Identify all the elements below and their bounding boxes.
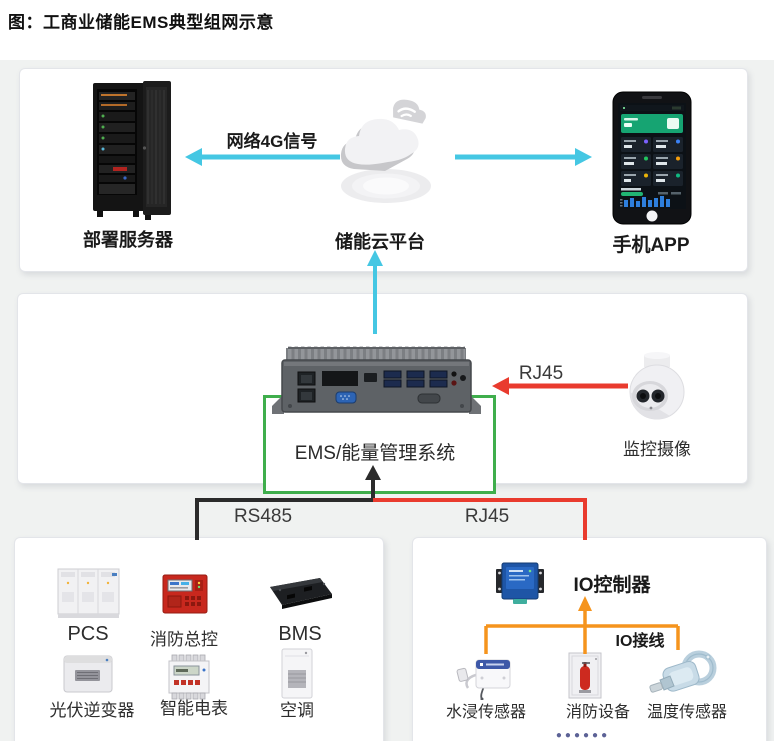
io-controller-icon [496, 560, 544, 604]
io-wiring-label: IO接线 [615, 633, 665, 650]
page-title: 图：工商业储能EMS典型组网示意 [8, 13, 274, 32]
cloud-platform-label: 储能云平台 [335, 232, 425, 252]
ems-device-icon [272, 342, 481, 424]
io-layer-panel [412, 537, 767, 741]
water-sensor-icon [456, 652, 514, 701]
rs485-label: RS485 [233, 506, 293, 527]
smart-meter-icon [164, 654, 214, 700]
bms-icon [260, 574, 336, 614]
fire-device-label: 消防设备 [565, 704, 631, 721]
server-label: 部署服务器 [83, 230, 173, 250]
smart-meter-label: 智能电表 [160, 699, 228, 718]
ems-label: EMS/能量管理系统 [294, 443, 456, 464]
pv-inverter-label: 光伏逆变器 [49, 701, 135, 720]
camera-rj45-label: RJ45 [518, 363, 564, 384]
phone-app-label: 手机APP [612, 235, 690, 256]
camera-icon [616, 352, 698, 428]
water-sensor-label: 水浸传感器 [445, 704, 527, 721]
air-conditioner-label: 空调 [280, 701, 314, 720]
fire-control-panel-icon [162, 574, 208, 614]
fire-equipment-icon [566, 652, 604, 700]
more-devices-dots: ●●●●●● [555, 730, 611, 741]
temp-sensor-label: 温度传感器 [646, 704, 728, 721]
pcs-label: PCS [67, 623, 109, 645]
cloud-icon [328, 86, 440, 208]
diagram-canvas: 部署服务器 网络4G信号 储能云平台 手机APP EMS/能量管理系统 RJ45… [0, 60, 774, 741]
io-controller-label: IO控制器 [573, 575, 651, 596]
pv-inverter-icon [62, 652, 114, 696]
server-rack-icon [75, 80, 181, 224]
temperature-sensor-icon [646, 648, 720, 702]
rj45-label: RJ45 [464, 506, 510, 527]
bms-label: BMS [278, 623, 322, 645]
air-conditioner-icon [281, 648, 313, 700]
signal-4g-label: 网络4G信号 [226, 132, 318, 151]
camera-label: 监控摄像 [623, 440, 691, 459]
phone-app-icon [612, 91, 692, 225]
fire-control-label: 消防总控 [150, 630, 218, 649]
pcs-icon [56, 566, 122, 620]
